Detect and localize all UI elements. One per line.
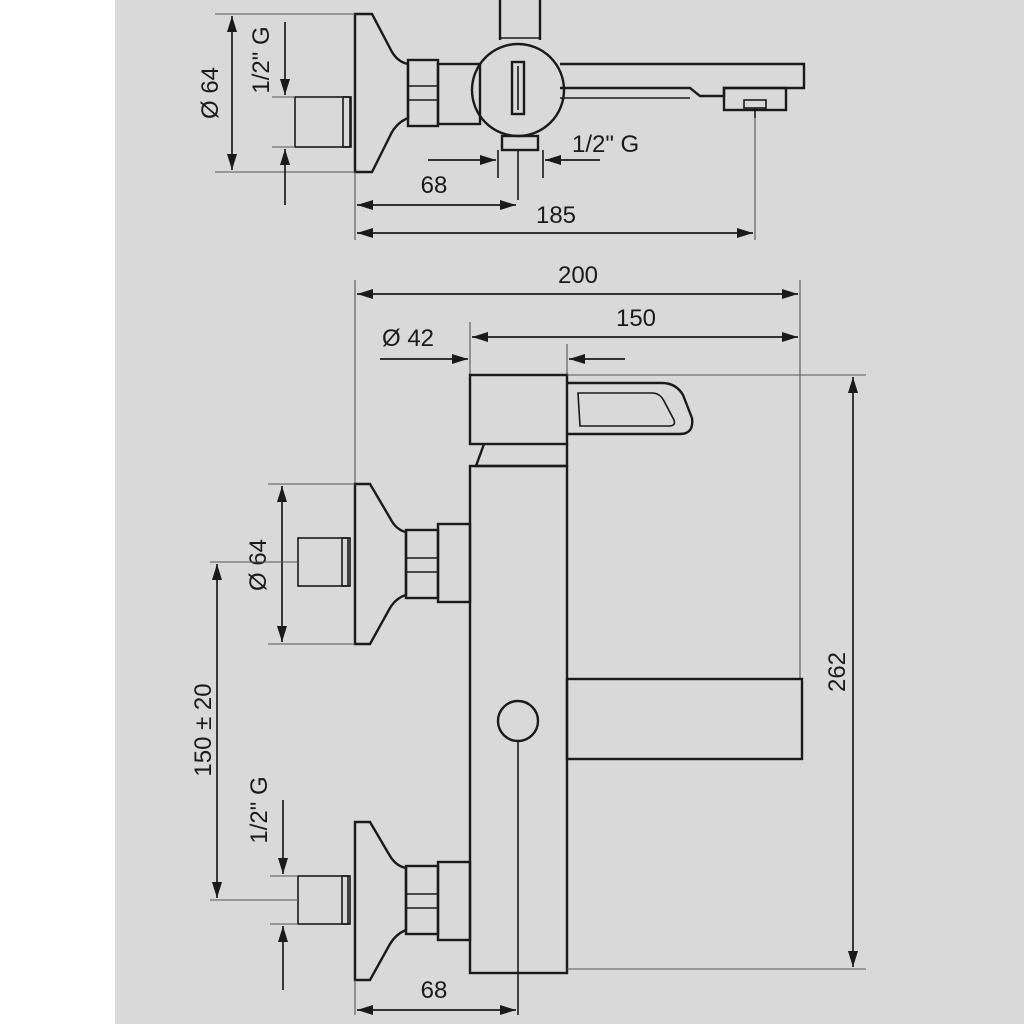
- drawing-background: [115, 0, 1024, 1024]
- front-dim-diameter-42: Ø 42: [382, 325, 434, 352]
- front-dim-150-tolerance: 150 ± 20: [190, 683, 217, 776]
- front-top-cap: [468, 373, 569, 446]
- front-dim-thread-bottom: 1/2" G: [246, 776, 273, 843]
- top-dim-185: 185: [536, 202, 576, 229]
- top-dim-thread-outlet: 1/2" G: [572, 131, 639, 158]
- front-dim-200: 200: [558, 262, 598, 289]
- front-spout: [565, 677, 804, 761]
- top-lever-slot: [510, 60, 526, 116]
- front-lever: [567, 381, 694, 436]
- front-dim-68: 68: [421, 977, 448, 1004]
- top-dim-thread-left: 1/2" G: [248, 26, 275, 93]
- front-lever-slot: [577, 392, 676, 427]
- front-upper-connector: [436, 522, 472, 604]
- front-dim-diameter-64: Ø 64: [245, 539, 272, 591]
- top-inlet-fitting: [294, 96, 351, 148]
- front-dim-262: 262: [824, 652, 851, 692]
- front-lower-connector: [436, 860, 472, 942]
- front-dim-150: 150: [616, 305, 656, 332]
- top-connector-pipe: [436, 62, 482, 126]
- front-view: 200 150 Ø 42: [190, 262, 866, 1015]
- top-dim-68: 68: [421, 172, 448, 199]
- top-dim-diameter-64: Ø 64: [197, 67, 224, 119]
- top-view: Ø 64 1/2" G 1/2" G 68 185: [197, 0, 806, 240]
- top-outlet: [500, 134, 540, 152]
